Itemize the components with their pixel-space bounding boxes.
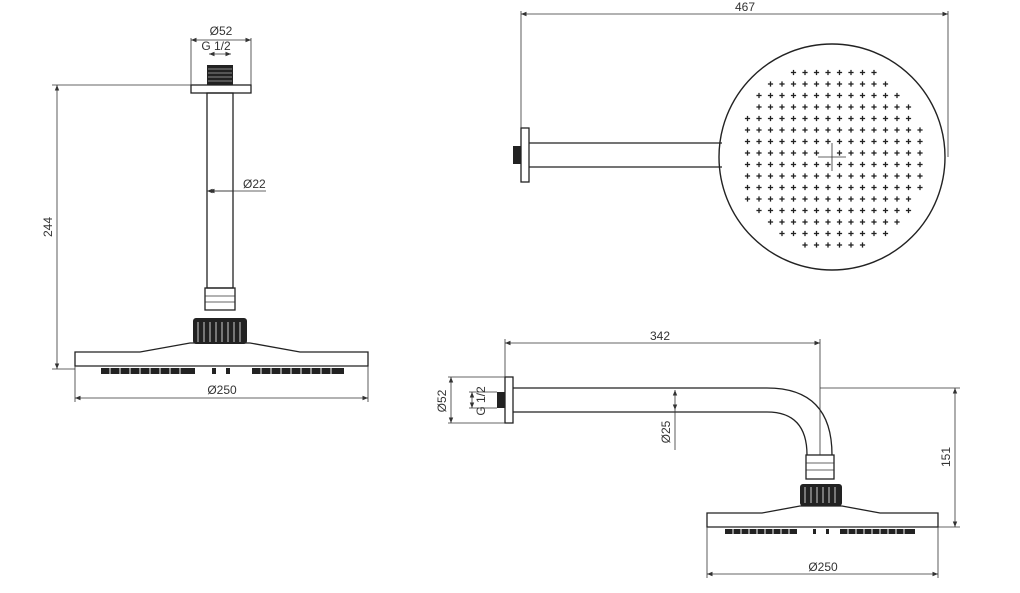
wall-head-diameter-label: Ø250 <box>808 560 838 574</box>
wall-thread-connector <box>497 392 505 408</box>
top-thread-connector <box>513 146 521 164</box>
wall-thread-label: G 1/2 <box>474 386 488 416</box>
ceiling-head-diameter-label: Ø250 <box>207 383 237 397</box>
ceiling-height-label: 244 <box>41 217 55 237</box>
top-nozzle-grid <box>744 69 923 248</box>
ceiling-arm <box>206 92 234 289</box>
wall-arm-joint <box>805 454 835 480</box>
wall-shower-head <box>706 505 939 528</box>
wall-flange <box>504 376 514 424</box>
ceiling-shower-head <box>74 342 369 367</box>
ceiling-thread-connector <box>207 65 233 85</box>
ceiling-ball-nut <box>193 318 247 344</box>
ceiling-thread-label: G 1/2 <box>201 39 231 53</box>
wall-arm <box>513 387 833 456</box>
wall-arm-diameter-label: Ø25 <box>659 420 673 443</box>
wall-arm-length-label: 342 <box>650 329 670 343</box>
wall-flange-diameter-label: Ø52 <box>435 389 449 412</box>
wall-mount-view: 342 Ø52 G 1/2 Ø25 151 Ø250 <box>435 329 960 578</box>
wall-nozzle-row <box>725 529 915 534</box>
top-shower-head <box>718 43 946 271</box>
ceiling-flange-diameter-label: Ø52 <box>210 24 233 38</box>
ceiling-flange <box>190 84 252 94</box>
wall-ball-nut <box>800 484 842 506</box>
wall-drop-height-label: 151 <box>939 447 953 467</box>
top-overall-length-label: 467 <box>735 0 755 14</box>
ceiling-mount-view: Ø52 G 1/2 Ø22 244 Ø250 <box>41 24 369 402</box>
ceiling-arm-joint <box>204 287 236 311</box>
ceiling-arm-diameter-label: Ø22 <box>243 177 266 191</box>
ceiling-nozzle-row <box>101 368 344 374</box>
top-wall-flange <box>520 127 530 183</box>
top-view: 467 <box>513 0 949 271</box>
